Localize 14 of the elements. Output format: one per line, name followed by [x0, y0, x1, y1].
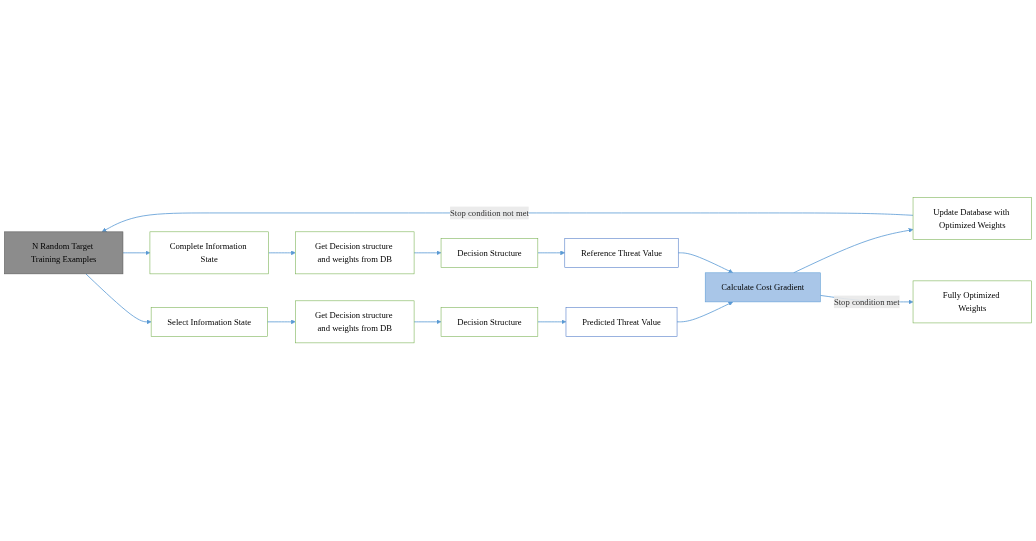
node-box: Reference Threat Value — [564, 238, 679, 269]
node-box: N Random Target Training Examples — [4, 231, 124, 275]
node-box: Select Information State — [150, 307, 268, 338]
edge-label: Stop condition not met — [450, 208, 529, 218]
node-box: Complete Information State — [149, 231, 269, 275]
node-box: Decision Structure — [440, 238, 539, 269]
edge-label: Stop condition met — [833, 297, 900, 307]
node-box: Predicted Threat Value — [565, 307, 678, 338]
node-box: Get Decision structure and weights from DB — [295, 231, 415, 275]
node-box: Update Database with Optimized Weights — [912, 197, 1032, 241]
node-box: Calculate Cost Gradient — [704, 272, 821, 303]
node-box: Get Decision structure and weights from DB — [295, 300, 415, 344]
node-box: Fully Optimized Weights — [912, 281, 1032, 324]
node-box: Decision Structure — [440, 307, 539, 338]
